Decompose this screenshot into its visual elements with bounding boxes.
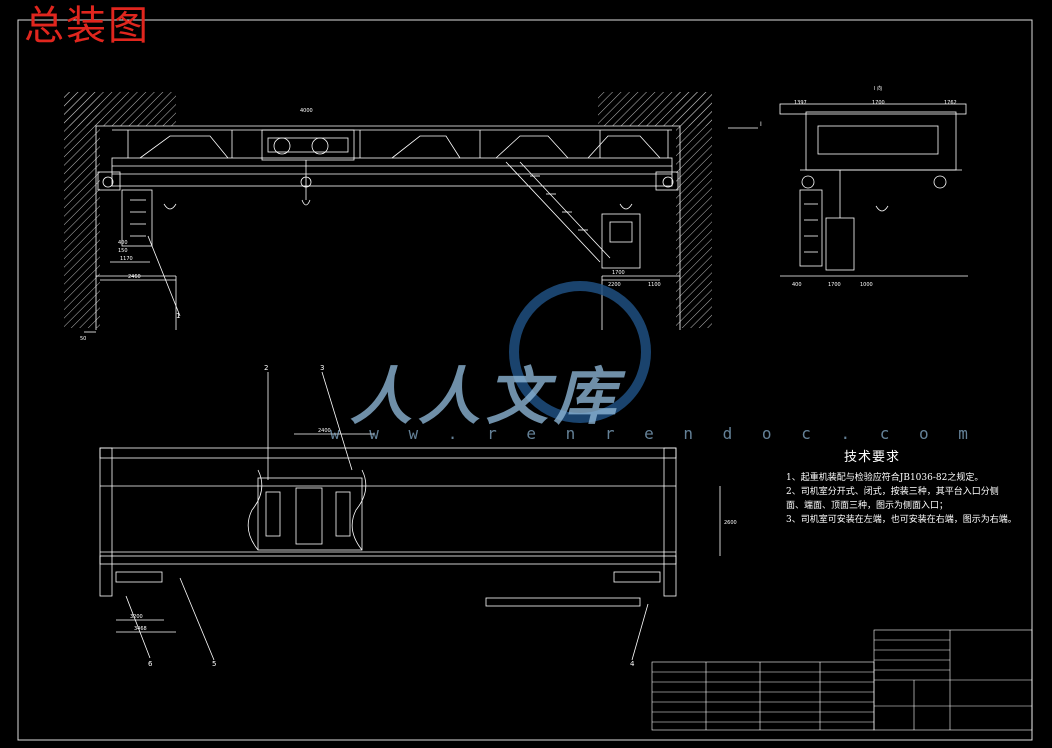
svg-text:400: 400 — [792, 282, 802, 288]
svg-text:1170: 1170 — [120, 256, 133, 262]
svg-text:3200: 3200 — [130, 614, 143, 620]
tech-requirements: 技术要求 1、起重机装配与检验应符合JB1036-82之规定。 2、司机室分开式… — [786, 446, 1026, 527]
svg-text:1000: 1000 — [860, 282, 873, 288]
svg-text:400: 400 — [118, 240, 128, 246]
svg-text:1700: 1700 — [612, 270, 625, 276]
plan-view — [99, 371, 721, 661]
tech-requirement-line: 2、司机室分开式、闭式，按装三种，其平台入口分侧 — [786, 487, 999, 497]
balloon-2: 2 — [264, 364, 268, 372]
tech-requirement-line: 面、端面、顶面三种，图示为侧面入口； — [786, 501, 949, 511]
view-label: I — [760, 121, 762, 128]
svg-text:1762: 1762 — [944, 100, 957, 106]
tech-requirements-heading: 技术要求 — [844, 450, 901, 465]
plan-balloons: 2 3 4 5 6 — [148, 364, 635, 668]
front-dimensions: 400 150 1170 2460 1700 2200 1100 4000 50 — [80, 108, 661, 342]
svg-text:50: 50 — [80, 336, 86, 342]
svg-text:2460: 2460 — [128, 274, 141, 280]
svg-text:3468: 3468 — [134, 626, 147, 632]
tech-requirement-line: 3、司机室可安装在左端，也可安装在右端，图示为右端。 — [786, 515, 1017, 525]
side-dimensions: 1397 1700 1762 400 1700 1000 I 向 — [792, 85, 957, 288]
sheet-border — [17, 19, 1033, 741]
svg-text:1100: 1100 — [648, 282, 661, 288]
svg-text:2200: 2200 — [608, 282, 621, 288]
plan-dimensions: 3200 3468 2400 2600 — [130, 428, 737, 632]
svg-text:1397: 1397 — [794, 100, 807, 106]
title-block — [651, 629, 1033, 731]
svg-text:1700: 1700 — [872, 100, 885, 106]
drawing-title: 总装图 — [24, 3, 150, 49]
watermark-url: w w w . r e n r e n d o c . c o m — [330, 424, 978, 443]
svg-text:4000: 4000 — [300, 108, 313, 114]
balloon-1: 1 — [176, 312, 180, 320]
svg-text:2400: 2400 — [318, 428, 331, 434]
svg-text:1700: 1700 — [828, 282, 841, 288]
watermark-logo — [509, 281, 651, 423]
side-view — [728, 103, 968, 277]
front-elevation — [64, 92, 712, 333]
balloon-3: 3 — [320, 364, 324, 372]
watermark-brand: 人人文库 — [350, 360, 623, 433]
svg-text:150: 150 — [118, 248, 128, 254]
balloon-6: 6 — [148, 660, 153, 668]
balloon-5: 5 — [212, 660, 216, 668]
balloon-4: 4 — [630, 660, 635, 668]
svg-text:I 向: I 向 — [874, 85, 882, 92]
svg-text:2600: 2600 — [724, 520, 737, 526]
tech-requirement-line: 1、起重机装配与检验应符合JB1036-82之规定。 — [786, 473, 984, 483]
